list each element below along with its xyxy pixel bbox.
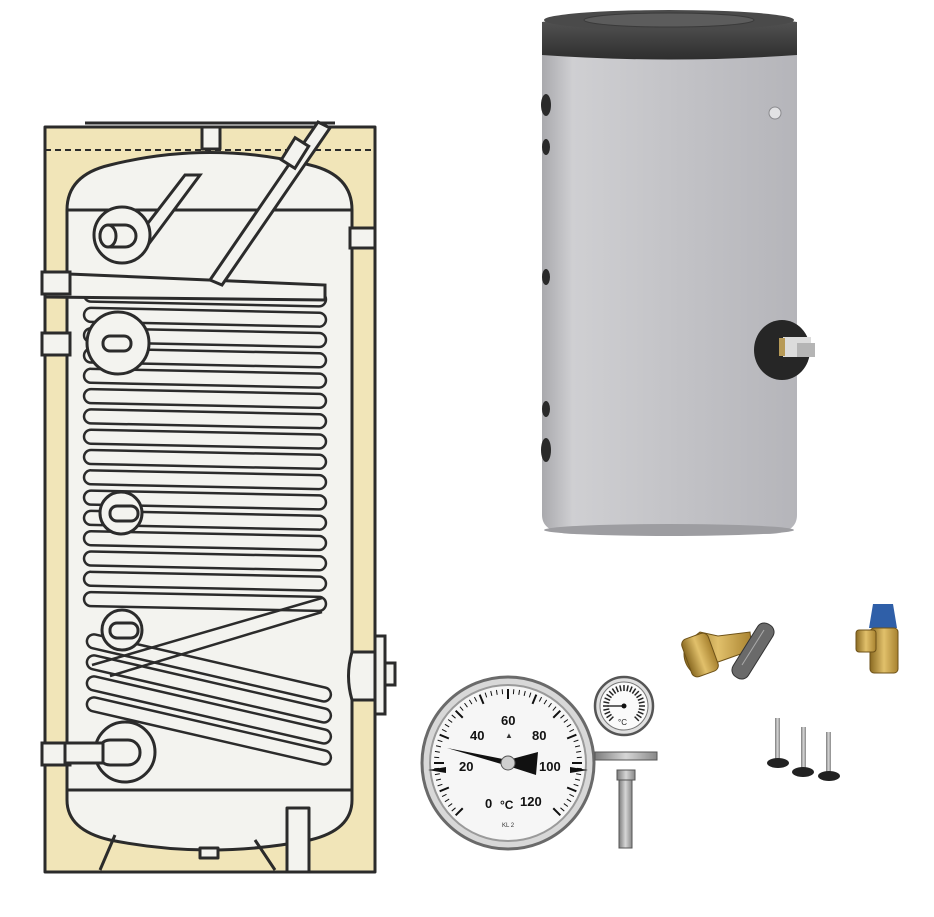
dial-label-60: 60 (501, 713, 515, 728)
small-thermometer: °C (593, 675, 658, 849)
brass-anode-fitting (681, 631, 753, 678)
side-port (40, 270, 72, 296)
dial-thermometer: 0 20 40 60 80 100 120 °C KL 2 ▲ (420, 675, 596, 851)
dial-label-80: 80 (532, 728, 546, 743)
dial-label-100: 100 (539, 759, 561, 774)
tank-connection-ports (541, 94, 551, 462)
adjustable-feet (767, 718, 840, 781)
dial-needle (447, 748, 538, 775)
dial-label-40: 40 (470, 728, 484, 743)
inspection-flange (347, 650, 377, 702)
tank-top-cap (542, 10, 797, 60)
tank-body (542, 50, 797, 536)
dial-label-0: 0 (485, 796, 492, 811)
side-port (40, 331, 72, 357)
safety-valve (855, 604, 899, 674)
anode-collar (279, 135, 311, 171)
tank-sensor-plug (768, 106, 782, 120)
side-port (348, 226, 377, 250)
lower-heat-exchanger-coil (85, 596, 333, 766)
dial-unit: °C (500, 798, 514, 812)
tank-flange-outlet (754, 320, 815, 380)
small-thermometer-unit: °C (618, 718, 627, 727)
dial-model-mark: KL 2 (502, 823, 515, 829)
mesh-filter (731, 622, 775, 680)
dial-label-20: 20 (459, 759, 473, 774)
dial-label-120: 120 (520, 794, 542, 809)
svg-text:▲: ▲ (505, 731, 513, 740)
